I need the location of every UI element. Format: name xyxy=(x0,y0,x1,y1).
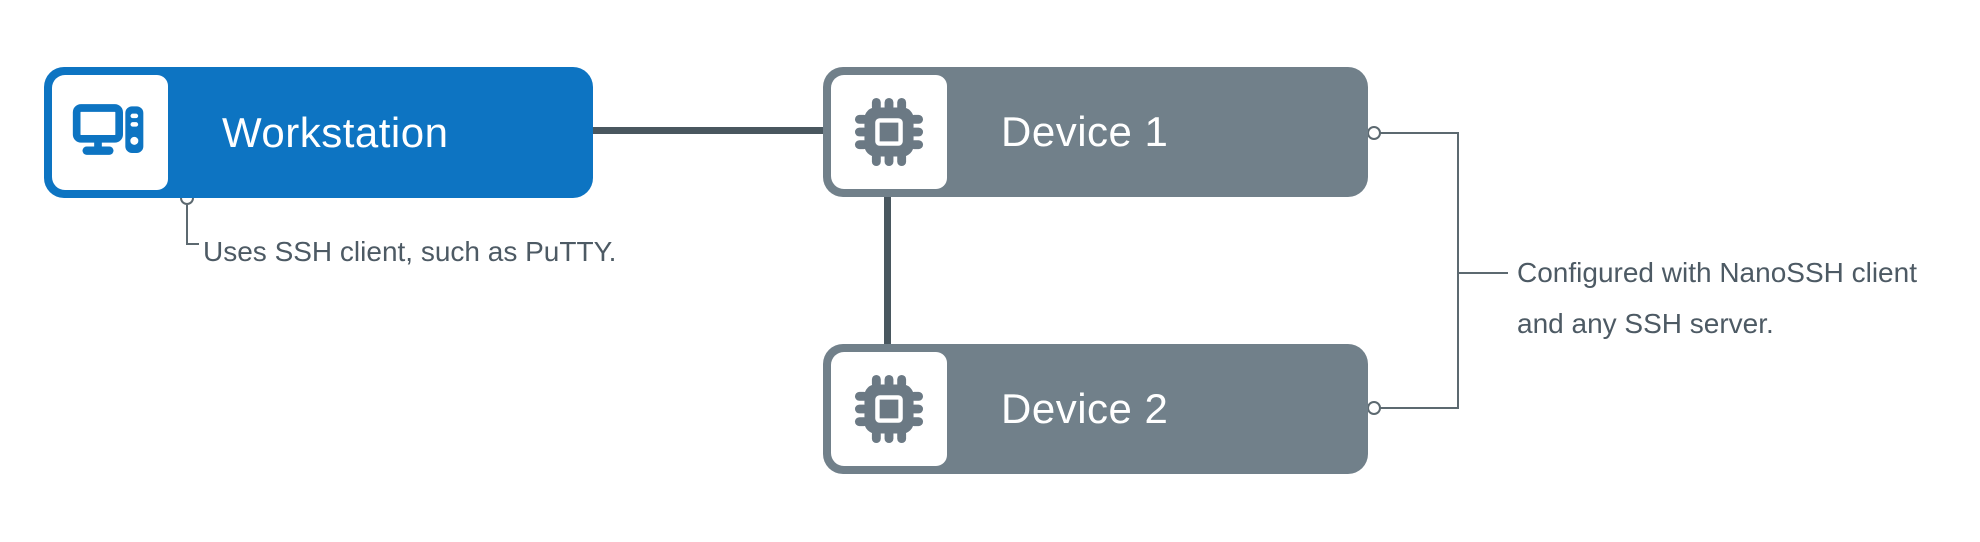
callout-line-device2-branch xyxy=(1380,407,1457,409)
callout-line-bracket-vertical xyxy=(1457,132,1459,409)
connector-dot-device2 xyxy=(1367,401,1381,415)
workstation-icon-tile xyxy=(52,75,168,190)
annotation-workstation: Uses SSH client, such as PuTTY. xyxy=(203,236,617,267)
node-label-device2: Device 2 xyxy=(1001,385,1169,432)
chip-icon xyxy=(854,97,924,167)
node-device2: Device 2 xyxy=(823,344,1368,474)
annotation-devices-line1: Configured with NanoSSH client xyxy=(1517,257,1917,288)
connector-device1-device2 xyxy=(884,197,891,344)
annotation-devices: Configured with NanoSSH client and any S… xyxy=(1517,247,1917,349)
callout-line-device1-branch xyxy=(1380,132,1457,134)
callout-line-note-tick xyxy=(1459,272,1508,274)
node-label-device1: Device 1 xyxy=(1001,108,1169,155)
connector-workstation-device1 xyxy=(593,127,823,134)
node-label-workstation: Workstation xyxy=(222,108,449,156)
node-workstation: Workstation xyxy=(44,67,593,198)
device2-icon-tile xyxy=(831,352,947,466)
device1-icon-tile xyxy=(831,75,947,189)
callout-line-workstation-stem xyxy=(186,205,188,245)
node-device1: Device 1 xyxy=(823,67,1368,197)
callout-line-workstation-foot xyxy=(186,243,199,245)
annotation-devices-line2: and any SSH server. xyxy=(1517,308,1774,339)
connector-dot-device1 xyxy=(1367,126,1381,140)
chip-icon xyxy=(854,374,924,444)
desktop-computer-icon xyxy=(72,103,144,155)
